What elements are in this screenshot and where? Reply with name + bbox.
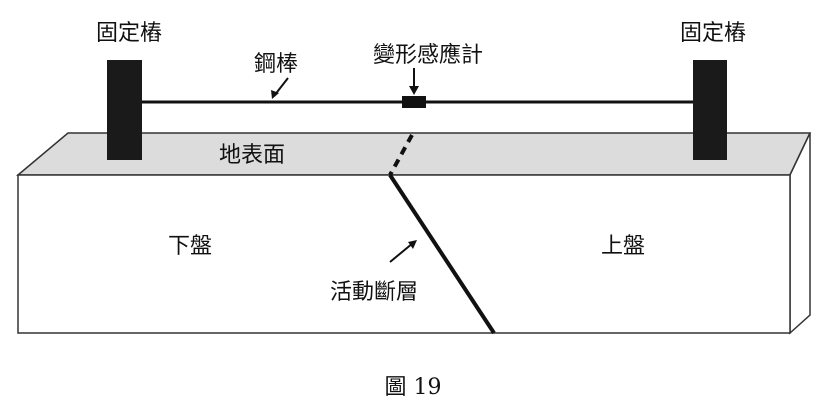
block-front-face (17, 174, 791, 334)
left-fixed-stake (107, 60, 142, 160)
strain-gauge-label: 變形感應計 (373, 42, 483, 68)
fault-arrowhead (408, 240, 417, 249)
fault-surface-trace (388, 134, 414, 176)
strain-gauge-arrowhead (409, 86, 419, 95)
left-stake-label: 固定樁 (96, 21, 162, 46)
steel-rod-label: 鋼棒 (254, 52, 298, 77)
right-fixed-stake (693, 60, 727, 160)
fault-line (388, 173, 496, 335)
right-stake-label: 固定樁 (680, 21, 746, 46)
strain-gauge (402, 96, 426, 108)
fault-arrow (389, 242, 414, 263)
ground-surface-label: 地表面 (219, 143, 285, 168)
active-fault-label: 活動斷層 (330, 280, 418, 305)
steel-rod-arrowhead (271, 90, 279, 99)
footwall-label: 下盤 (168, 234, 212, 259)
hanging-wall-label: 上盤 (601, 234, 645, 259)
figure-caption: 圖 19 (385, 375, 442, 400)
